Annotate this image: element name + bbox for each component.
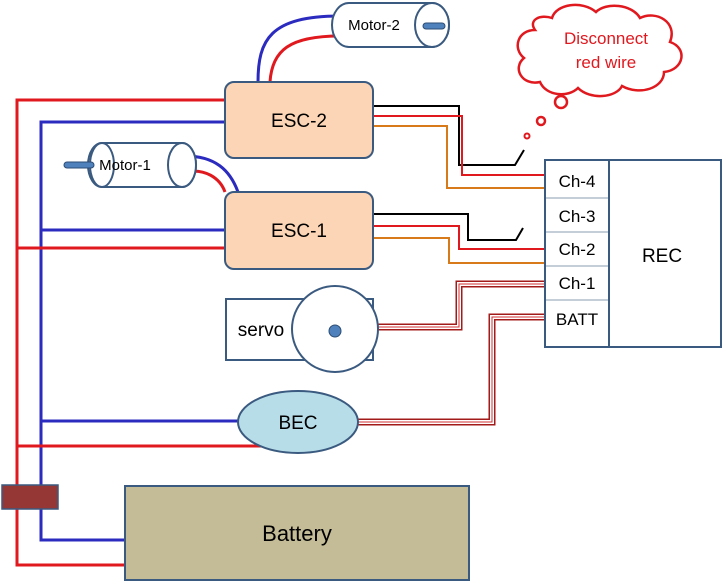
motor-2-shaft — [422, 22, 446, 30]
channel-batt: BATT — [556, 310, 598, 329]
servo: servo — [225, 285, 379, 373]
motor-2-label: Motor-2 — [348, 17, 400, 34]
bec-cable — [358, 313, 545, 426]
callout-bubble-medium — [535, 115, 547, 127]
servo-cable — [374, 280, 545, 331]
bec-label: BEC — [278, 413, 317, 434]
battery-connector — [1, 484, 59, 510]
callout-bubble-large — [553, 94, 569, 110]
disconnect-callout: Disconnect red wire — [516, 3, 683, 140]
callout-line-2: red wire — [576, 53, 636, 72]
motor-1-shaft — [63, 161, 95, 169]
battery: Battery — [124, 485, 470, 581]
esc-2: ESC-2 — [224, 81, 374, 159]
receiver-label: REC — [642, 246, 682, 267]
channel-ch1: Ch-1 — [559, 274, 596, 293]
channel-ch3: Ch-3 — [559, 207, 596, 226]
signal-wires — [374, 105, 545, 264]
motor-1: Motor-1 — [63, 142, 197, 188]
motor-1-label: Motor-1 — [99, 157, 151, 174]
esc-2-label: ESC-2 — [271, 111, 327, 132]
esc-1: ESC-1 — [224, 191, 374, 270]
power-bus — [15, 98, 262, 567]
bec: BEC — [237, 390, 359, 454]
motor-2: Motor-2 — [331, 2, 450, 48]
battery-label: Battery — [262, 521, 332, 546]
receiver: Ch-4 Ch-3 Ch-2 Ch-1 BATT REC — [544, 159, 722, 348]
channel-ch2: Ch-2 — [559, 240, 596, 259]
servo-hub — [328, 324, 342, 338]
callout-bubble-small — [523, 132, 531, 140]
channel-ch4: Ch-4 — [559, 172, 596, 191]
servo-label: servo — [238, 320, 284, 341]
esc-1-label: ESC-1 — [271, 221, 327, 242]
callout-line-1: Disconnect — [564, 29, 648, 48]
